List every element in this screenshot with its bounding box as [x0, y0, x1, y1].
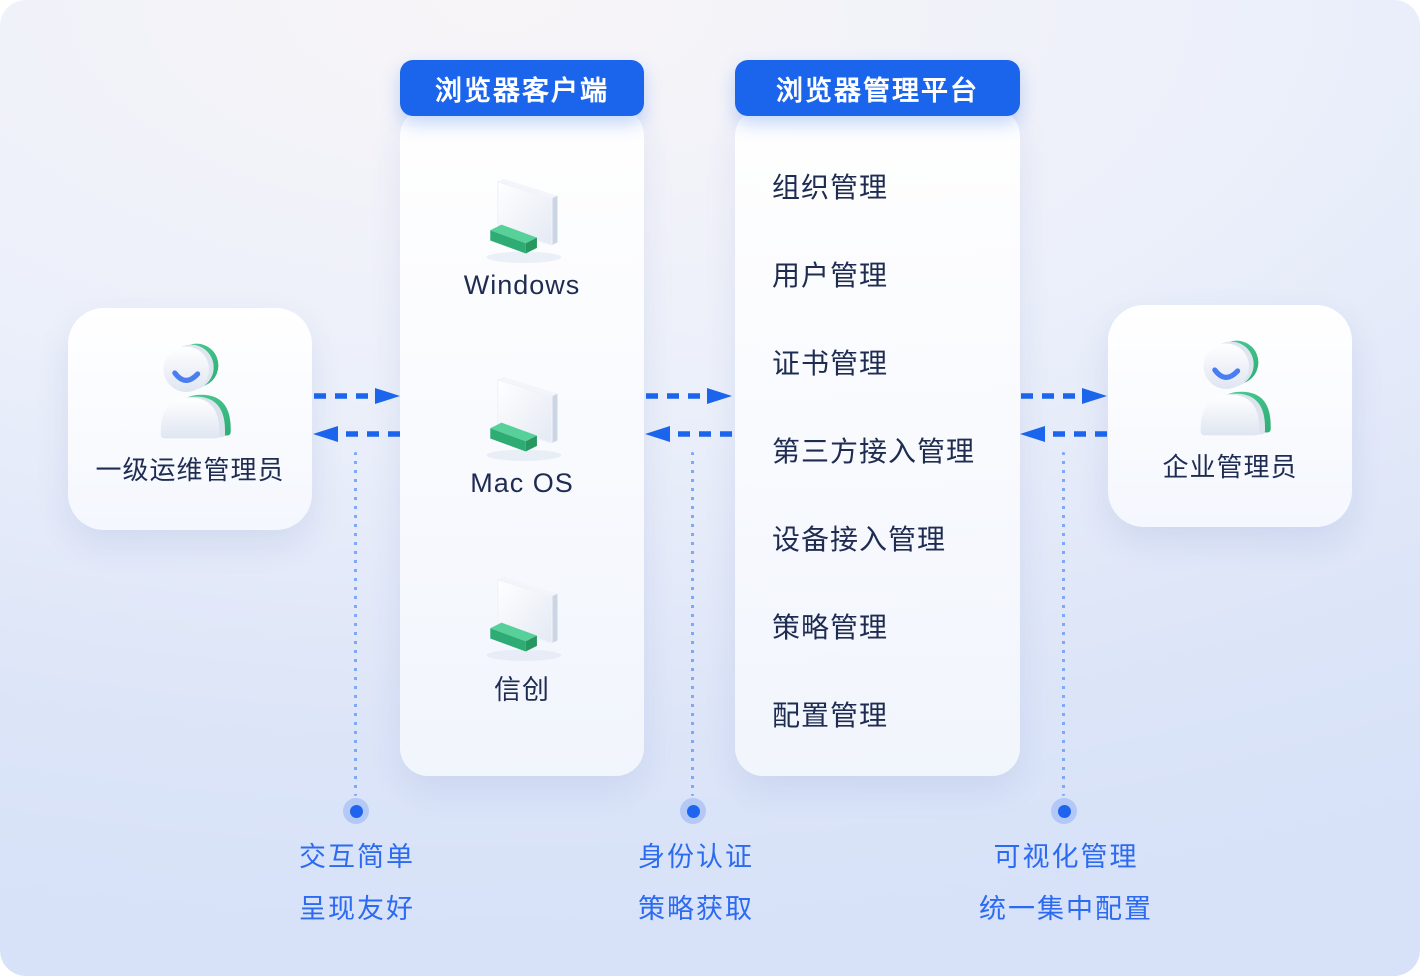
dotted-connector — [354, 452, 357, 796]
connector-dot — [680, 798, 706, 824]
os-block-windows: Windows — [400, 170, 644, 301]
dotted-connector — [691, 452, 694, 796]
os-block-xinchuang: 信创 — [400, 568, 644, 707]
platform-menu-item: 第三方接入管理 — [772, 436, 976, 467]
arrow-pair-right — [1020, 388, 1107, 442]
platform-menu-item: 策略管理 — [772, 612, 889, 643]
client-header-badge: 浏览器客户端 — [400, 60, 644, 116]
callout-line: 可视化管理 — [993, 842, 1139, 872]
dotted-connector — [1062, 452, 1065, 796]
callout-line: 呈现友好 — [299, 894, 415, 924]
platform-menu-item: 配置管理 — [772, 700, 889, 731]
os-block-macos: Mac OS — [400, 368, 644, 499]
monitor-icon — [486, 178, 562, 263]
connector-dot-core — [686, 804, 700, 818]
platform-menu-item: 证书管理 — [772, 348, 889, 379]
person-3d-icon — [160, 343, 231, 439]
connector-dot-core — [349, 804, 363, 818]
platform-menu-item: 设备接入管理 — [772, 524, 947, 555]
callout-auth-policy: 身份认证 策略获取 — [638, 831, 754, 935]
callout-client-ux: 交互简单 呈现友好 — [299, 831, 415, 935]
platform-header-badge: 浏览器管理平台 — [735, 60, 1020, 116]
actor-card-ops-admin: 一级运维管理员 — [68, 308, 312, 530]
monitor-icon — [486, 376, 562, 461]
callout-line: 交互简单 — [299, 842, 415, 872]
arrow-pair-middle — [645, 388, 732, 442]
os-label: Windows — [463, 270, 581, 300]
actor-label: 企业管理员 — [1162, 452, 1298, 482]
management-platform-card: 组织管理 用户管理 证书管理 第三方接入管理 设备接入管理 策略管理 配置管理 — [735, 108, 1020, 776]
monitor-icon — [486, 576, 562, 661]
browser-client-card: Windows Mac OS — [400, 108, 644, 776]
os-label: Mac OS — [470, 468, 574, 498]
connector-dot — [343, 798, 369, 824]
actor-card-enterprise-admin: 企业管理员 — [1108, 305, 1352, 527]
platform-menu-item: 组织管理 — [772, 172, 889, 203]
platform-menu-item: 用户管理 — [772, 260, 889, 291]
person-3d-icon — [1200, 340, 1271, 436]
callout-line: 身份认证 — [638, 842, 754, 872]
connector-dot-core — [1057, 804, 1071, 818]
arrow-pair-left — [313, 388, 400, 442]
callout-line: 统一集中配置 — [979, 894, 1153, 924]
callout-line: 策略获取 — [638, 894, 754, 924]
connector-dot — [1051, 798, 1077, 824]
callout-central-config: 可视化管理 统一集中配置 — [979, 831, 1153, 935]
os-label: 信创 — [494, 675, 550, 705]
actor-label: 一级运维管理员 — [95, 455, 285, 485]
